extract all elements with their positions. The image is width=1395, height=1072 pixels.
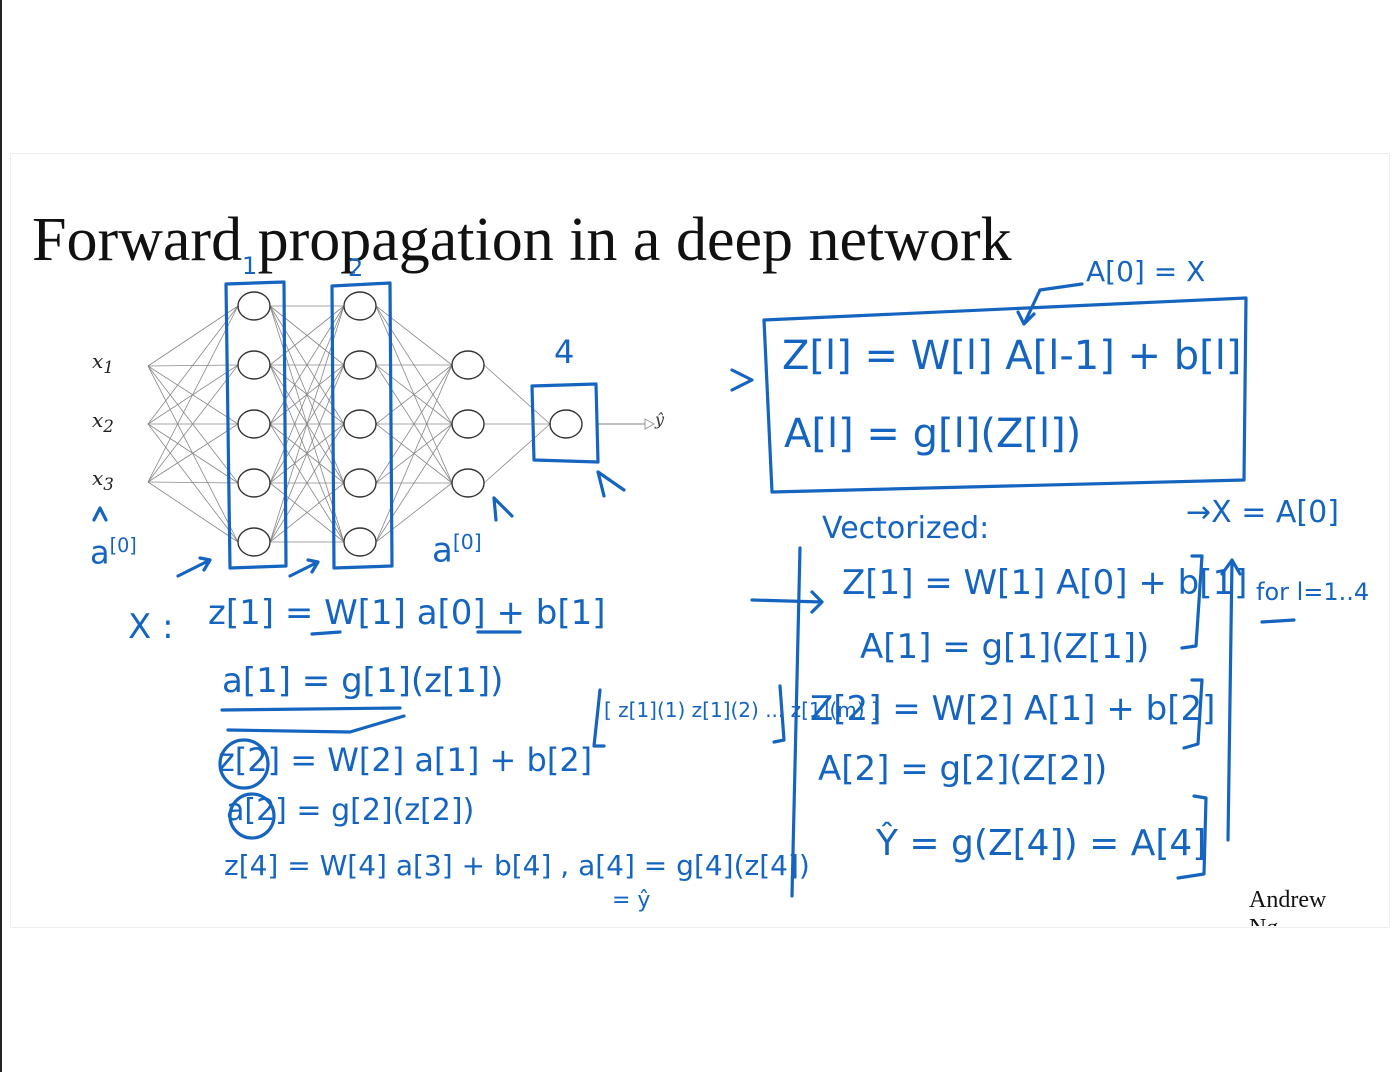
vectorized-line4: A[2] = g[2](Z[2]) xyxy=(818,749,1108,789)
network-edge xyxy=(147,364,239,483)
vectorized-arrow xyxy=(750,590,824,614)
network-edge xyxy=(147,481,239,484)
input-label-x2: x2 xyxy=(92,408,114,436)
neuron-layer-1 xyxy=(237,527,271,557)
example-line5-yhat: = ŷ xyxy=(612,888,651,913)
example-line4: a[2] = g[2](z[2]) xyxy=(226,793,475,828)
network-edge xyxy=(483,364,551,425)
divider-line xyxy=(790,546,802,898)
general-formula-box xyxy=(762,296,1248,494)
matrix-columns: [ z[1](1) z[1](2) ... z[1](m) ] xyxy=(604,698,879,722)
output-arrow-head xyxy=(644,418,656,430)
network-edge xyxy=(483,423,551,484)
example-line1: z[1] = W[1] a[0] + b[1] xyxy=(208,593,606,633)
vectorized-line2: A[1] = g[1](Z[1]) xyxy=(860,627,1150,667)
a2-circle xyxy=(228,792,276,840)
example-x: X : xyxy=(128,607,174,647)
loop-arrow xyxy=(1220,558,1242,842)
bracket-2 xyxy=(1182,678,1204,750)
vectorized-line5: Ŷ = g(Z[4]) = A[4] xyxy=(876,823,1207,864)
vectorized-line3: Z[2] = W[2] A[1] + b[2] xyxy=(810,689,1216,729)
layer2-box xyxy=(330,281,394,570)
layer4-arrow xyxy=(596,470,626,498)
input-label-x1: x1 xyxy=(92,349,114,377)
output-label-yhat: ŷ xyxy=(655,410,665,429)
neuron-layer-2 xyxy=(343,468,377,498)
neuron-layer-3 xyxy=(451,350,485,380)
network-edge xyxy=(375,364,453,543)
network-edge xyxy=(375,482,453,543)
network-edge xyxy=(147,423,239,483)
network-edge xyxy=(147,305,239,483)
bracket-3 xyxy=(1176,794,1208,880)
layer1-label: 1 xyxy=(242,252,258,280)
slide-title: Forward propagation in a deep network xyxy=(32,206,1012,274)
for-underline xyxy=(1260,618,1296,624)
general-formula-line1: Z[l] = W[l] A[l-1] + b[l] xyxy=(782,333,1242,379)
layer4-box xyxy=(530,382,600,464)
x-eq-a0: →X = A[0] xyxy=(1186,495,1339,530)
a0-arrow xyxy=(92,506,108,522)
neuron-layer-1 xyxy=(237,468,271,498)
layer4-label: 4 xyxy=(554,333,575,371)
general-formula-line2: A[l] = g[l](Z[l]) xyxy=(784,411,1082,457)
neuron-layer-2 xyxy=(343,291,377,321)
neuron-layer-1 xyxy=(237,350,271,380)
to-layer2-arrow xyxy=(288,558,320,578)
network-edge xyxy=(147,305,239,367)
network-edge xyxy=(375,364,453,425)
example-line2: a[1] = g[1](z[1]) xyxy=(222,661,504,701)
a0-label: a[0] xyxy=(90,533,137,572)
network-edge xyxy=(147,481,239,543)
neuron-layer-2 xyxy=(343,409,377,439)
layer2-label: 2 xyxy=(348,254,364,282)
neuron-layer-4 xyxy=(549,409,583,439)
for-loop: for l=1..4 xyxy=(1256,578,1370,606)
layer3-arrow xyxy=(492,496,514,522)
neuron-layer-3 xyxy=(451,468,485,498)
neuron-layer-2 xyxy=(343,350,377,380)
vectorized-line1: Z[1] = W[1] A[0] + b[1] xyxy=(842,563,1248,603)
example-line3: z[2] = W[2] a[1] + b[2] xyxy=(218,741,593,779)
input-label-x3: x3 xyxy=(92,466,114,494)
network-edge xyxy=(147,305,239,425)
network-edge xyxy=(375,305,453,366)
neuron-layer-1 xyxy=(237,409,271,439)
z1-underline xyxy=(310,630,522,636)
network-edge xyxy=(147,423,239,484)
general-formula-pointer xyxy=(730,368,754,392)
a0-eq-x-arrow xyxy=(1016,282,1084,326)
network-edge xyxy=(147,365,239,543)
vectorized-label: Vectorized: xyxy=(822,511,990,546)
network-edge xyxy=(375,364,453,484)
neuron-layer-2 xyxy=(343,527,377,557)
left-border xyxy=(0,0,2,1072)
a0-eq-x: A[0] = X xyxy=(1086,255,1206,288)
neuron-layer-3 xyxy=(451,409,485,439)
layer1-box xyxy=(224,280,288,570)
network-nodes xyxy=(237,291,583,557)
network-edges xyxy=(147,305,551,543)
network-edge xyxy=(375,423,453,543)
bracket-1 xyxy=(1180,554,1204,650)
a1-underline xyxy=(220,706,406,734)
author-name: Andrew Ng xyxy=(1249,887,1327,926)
a0-mid-label: a[0] xyxy=(432,530,482,571)
neuron-layer-1 xyxy=(237,291,271,321)
network-edge xyxy=(147,365,239,425)
example-line5: z[4] = W[4] a[3] + b[4] , a[4] = g[4](z[… xyxy=(224,849,810,882)
network-edge xyxy=(147,423,239,543)
to-layer1-arrow xyxy=(176,556,212,578)
z2-circle xyxy=(218,738,270,790)
network-edge xyxy=(269,482,345,543)
network-edge xyxy=(147,365,239,484)
matrix-brackets xyxy=(592,684,786,748)
